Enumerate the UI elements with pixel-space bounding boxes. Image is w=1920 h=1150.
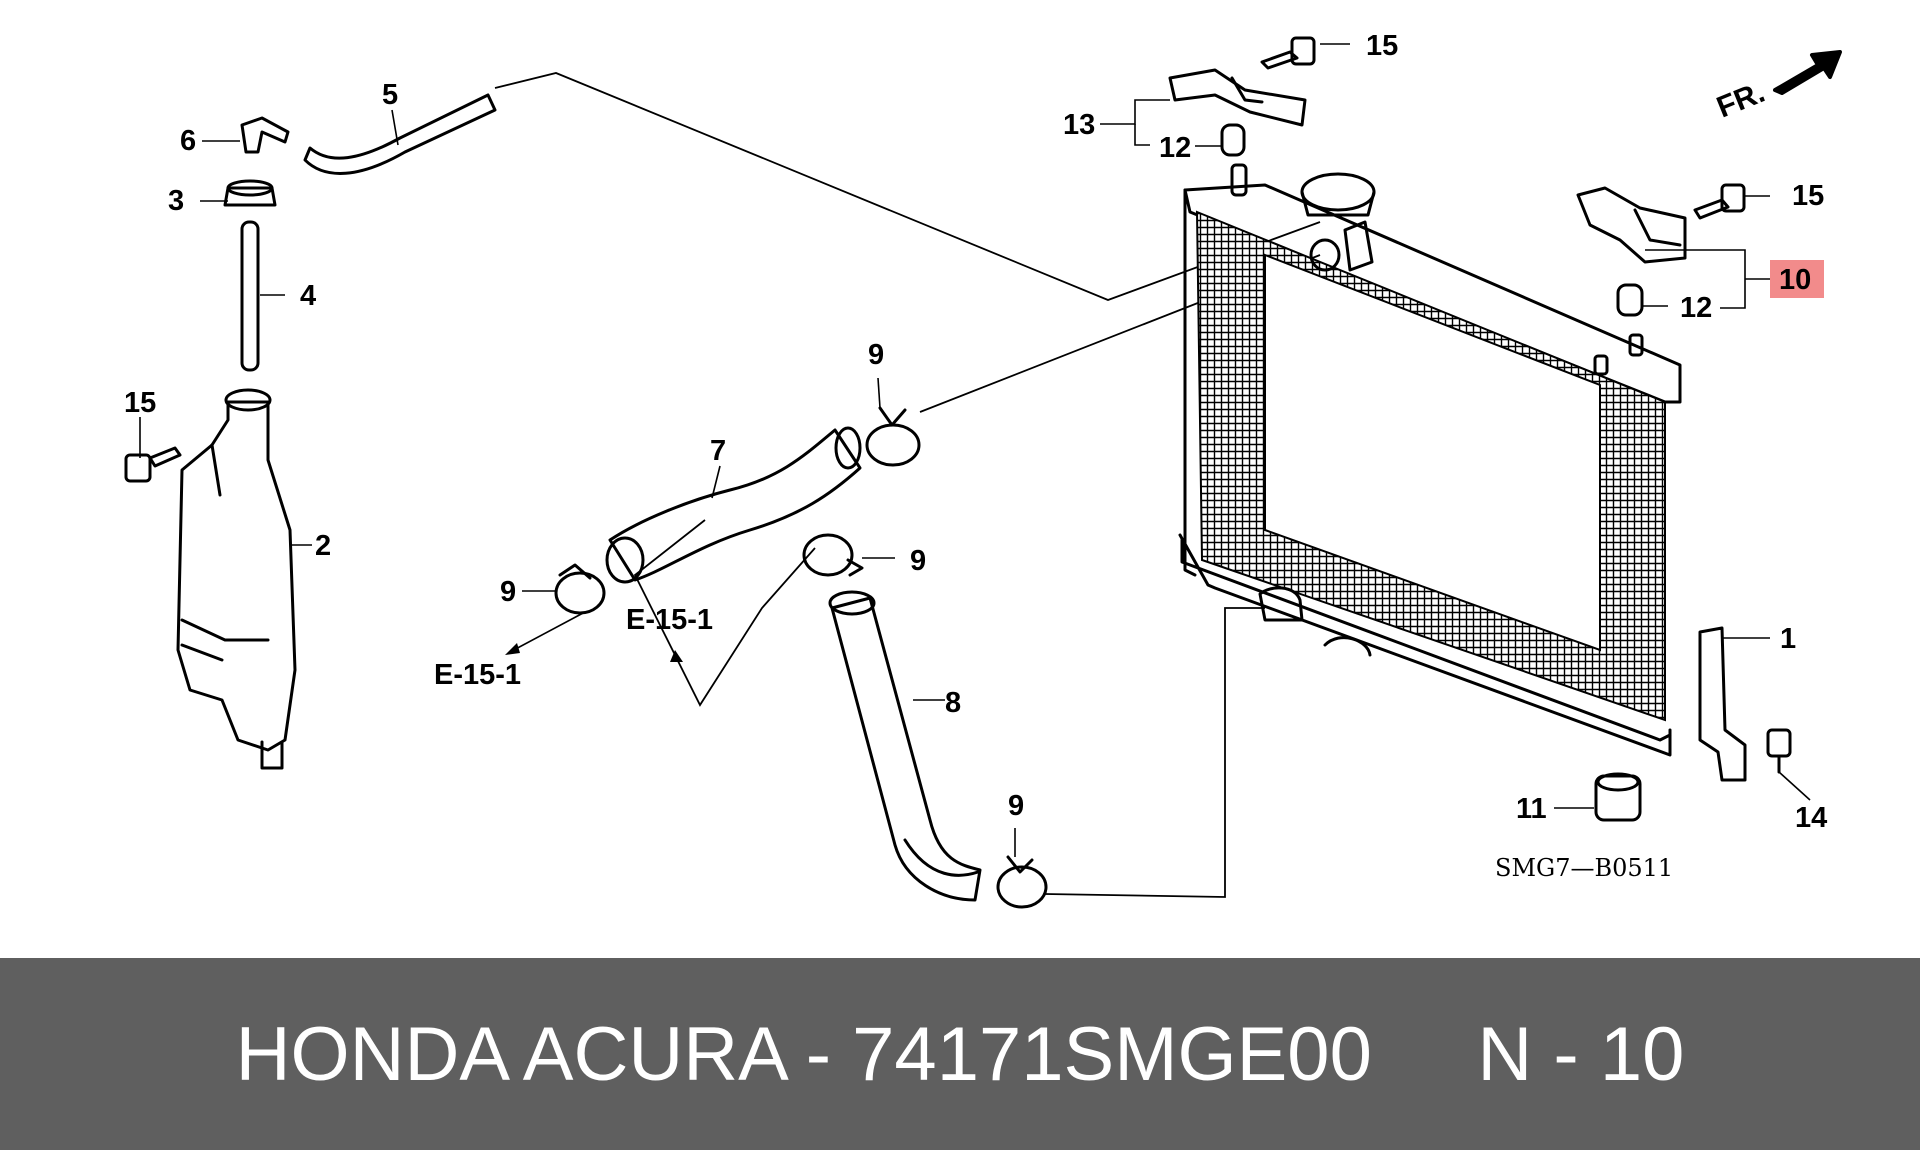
ref-e-15-1-left: E-15-1 bbox=[434, 659, 521, 691]
highlight-box bbox=[1770, 260, 1824, 298]
lower-hose-8 bbox=[828, 590, 982, 902]
bolt-15-top bbox=[1260, 36, 1316, 70]
callout-numbers: 2 3 4 5 6 15 7 8 9 9 9 9 13 12 15 15 10 … bbox=[124, 30, 1827, 882]
callout-6: 6 bbox=[180, 125, 196, 157]
clamp-9-bottom bbox=[996, 855, 1048, 909]
clamp-9-mid bbox=[802, 533, 864, 577]
callout-3: 3 bbox=[168, 185, 184, 217]
callout-7: 7 bbox=[710, 435, 726, 467]
part-number-title: HONDA ACURA - 74171SMGE00 N - 10 bbox=[235, 1011, 1685, 1097]
reservoir-tank-2 bbox=[176, 388, 297, 770]
bolt-15-left bbox=[124, 446, 182, 483]
front-label: FR. bbox=[1712, 76, 1769, 125]
ref-e-15-1-mid: E-15-1 bbox=[626, 604, 713, 636]
leader-lines bbox=[494, 72, 1321, 898]
callout-1: 1 bbox=[1780, 623, 1796, 655]
callout-5: 5 bbox=[382, 79, 398, 111]
side-bracket-1 bbox=[1698, 626, 1792, 782]
callout-12-top: 12 bbox=[1159, 132, 1191, 164]
callout-12-right: 12 bbox=[1680, 292, 1712, 324]
callout-15-left: 15 bbox=[124, 387, 156, 419]
upper-hose-7 bbox=[605, 426, 862, 584]
callout-11: 11 bbox=[1516, 793, 1547, 825]
radiator-assembly bbox=[1178, 163, 1682, 757]
overflow-tube-4 bbox=[240, 220, 260, 372]
callout-9-mid: 9 bbox=[910, 545, 926, 577]
callout-15-top: 15 bbox=[1366, 30, 1398, 62]
callout-10: 10 bbox=[1779, 264, 1811, 296]
upper-bracket-10 bbox=[1576, 186, 1687, 317]
callout-9-bottom: 9 bbox=[1008, 790, 1024, 822]
clamp-9-top bbox=[865, 406, 921, 467]
clamp-9-left bbox=[554, 563, 606, 615]
callout-14: 14 bbox=[1795, 802, 1827, 834]
callout-8: 8 bbox=[945, 687, 961, 719]
bolt-15-right bbox=[1693, 183, 1746, 220]
callout-4: 4 bbox=[300, 280, 316, 312]
callout-leaders bbox=[139, 43, 1811, 857]
callout-2: 2 bbox=[315, 530, 331, 562]
drawing-code: SMG7—B0511 bbox=[1495, 854, 1673, 882]
upper-bracket-13 bbox=[1168, 68, 1307, 157]
parts-diagram: FR. 2 3 4 5 6 15 7 8 9 9 9 9 13 12 15 15… bbox=[124, 30, 1842, 909]
footer-bar: HONDA ACURA - 74171SMGE00 N - 10 bbox=[0, 958, 1920, 1150]
front-direction-arrow: FR. bbox=[1712, 50, 1842, 125]
reservoir-hose-5 bbox=[303, 93, 497, 175]
joint-6 bbox=[240, 116, 290, 154]
callout-13: 13 bbox=[1063, 109, 1095, 141]
reservoir-cap-3 bbox=[223, 179, 277, 207]
mount-cushion-11 bbox=[1594, 772, 1642, 822]
callout-9-top: 9 bbox=[868, 339, 884, 371]
callout-15-right: 15 bbox=[1792, 180, 1824, 212]
callout-9-left: 9 bbox=[500, 576, 516, 608]
